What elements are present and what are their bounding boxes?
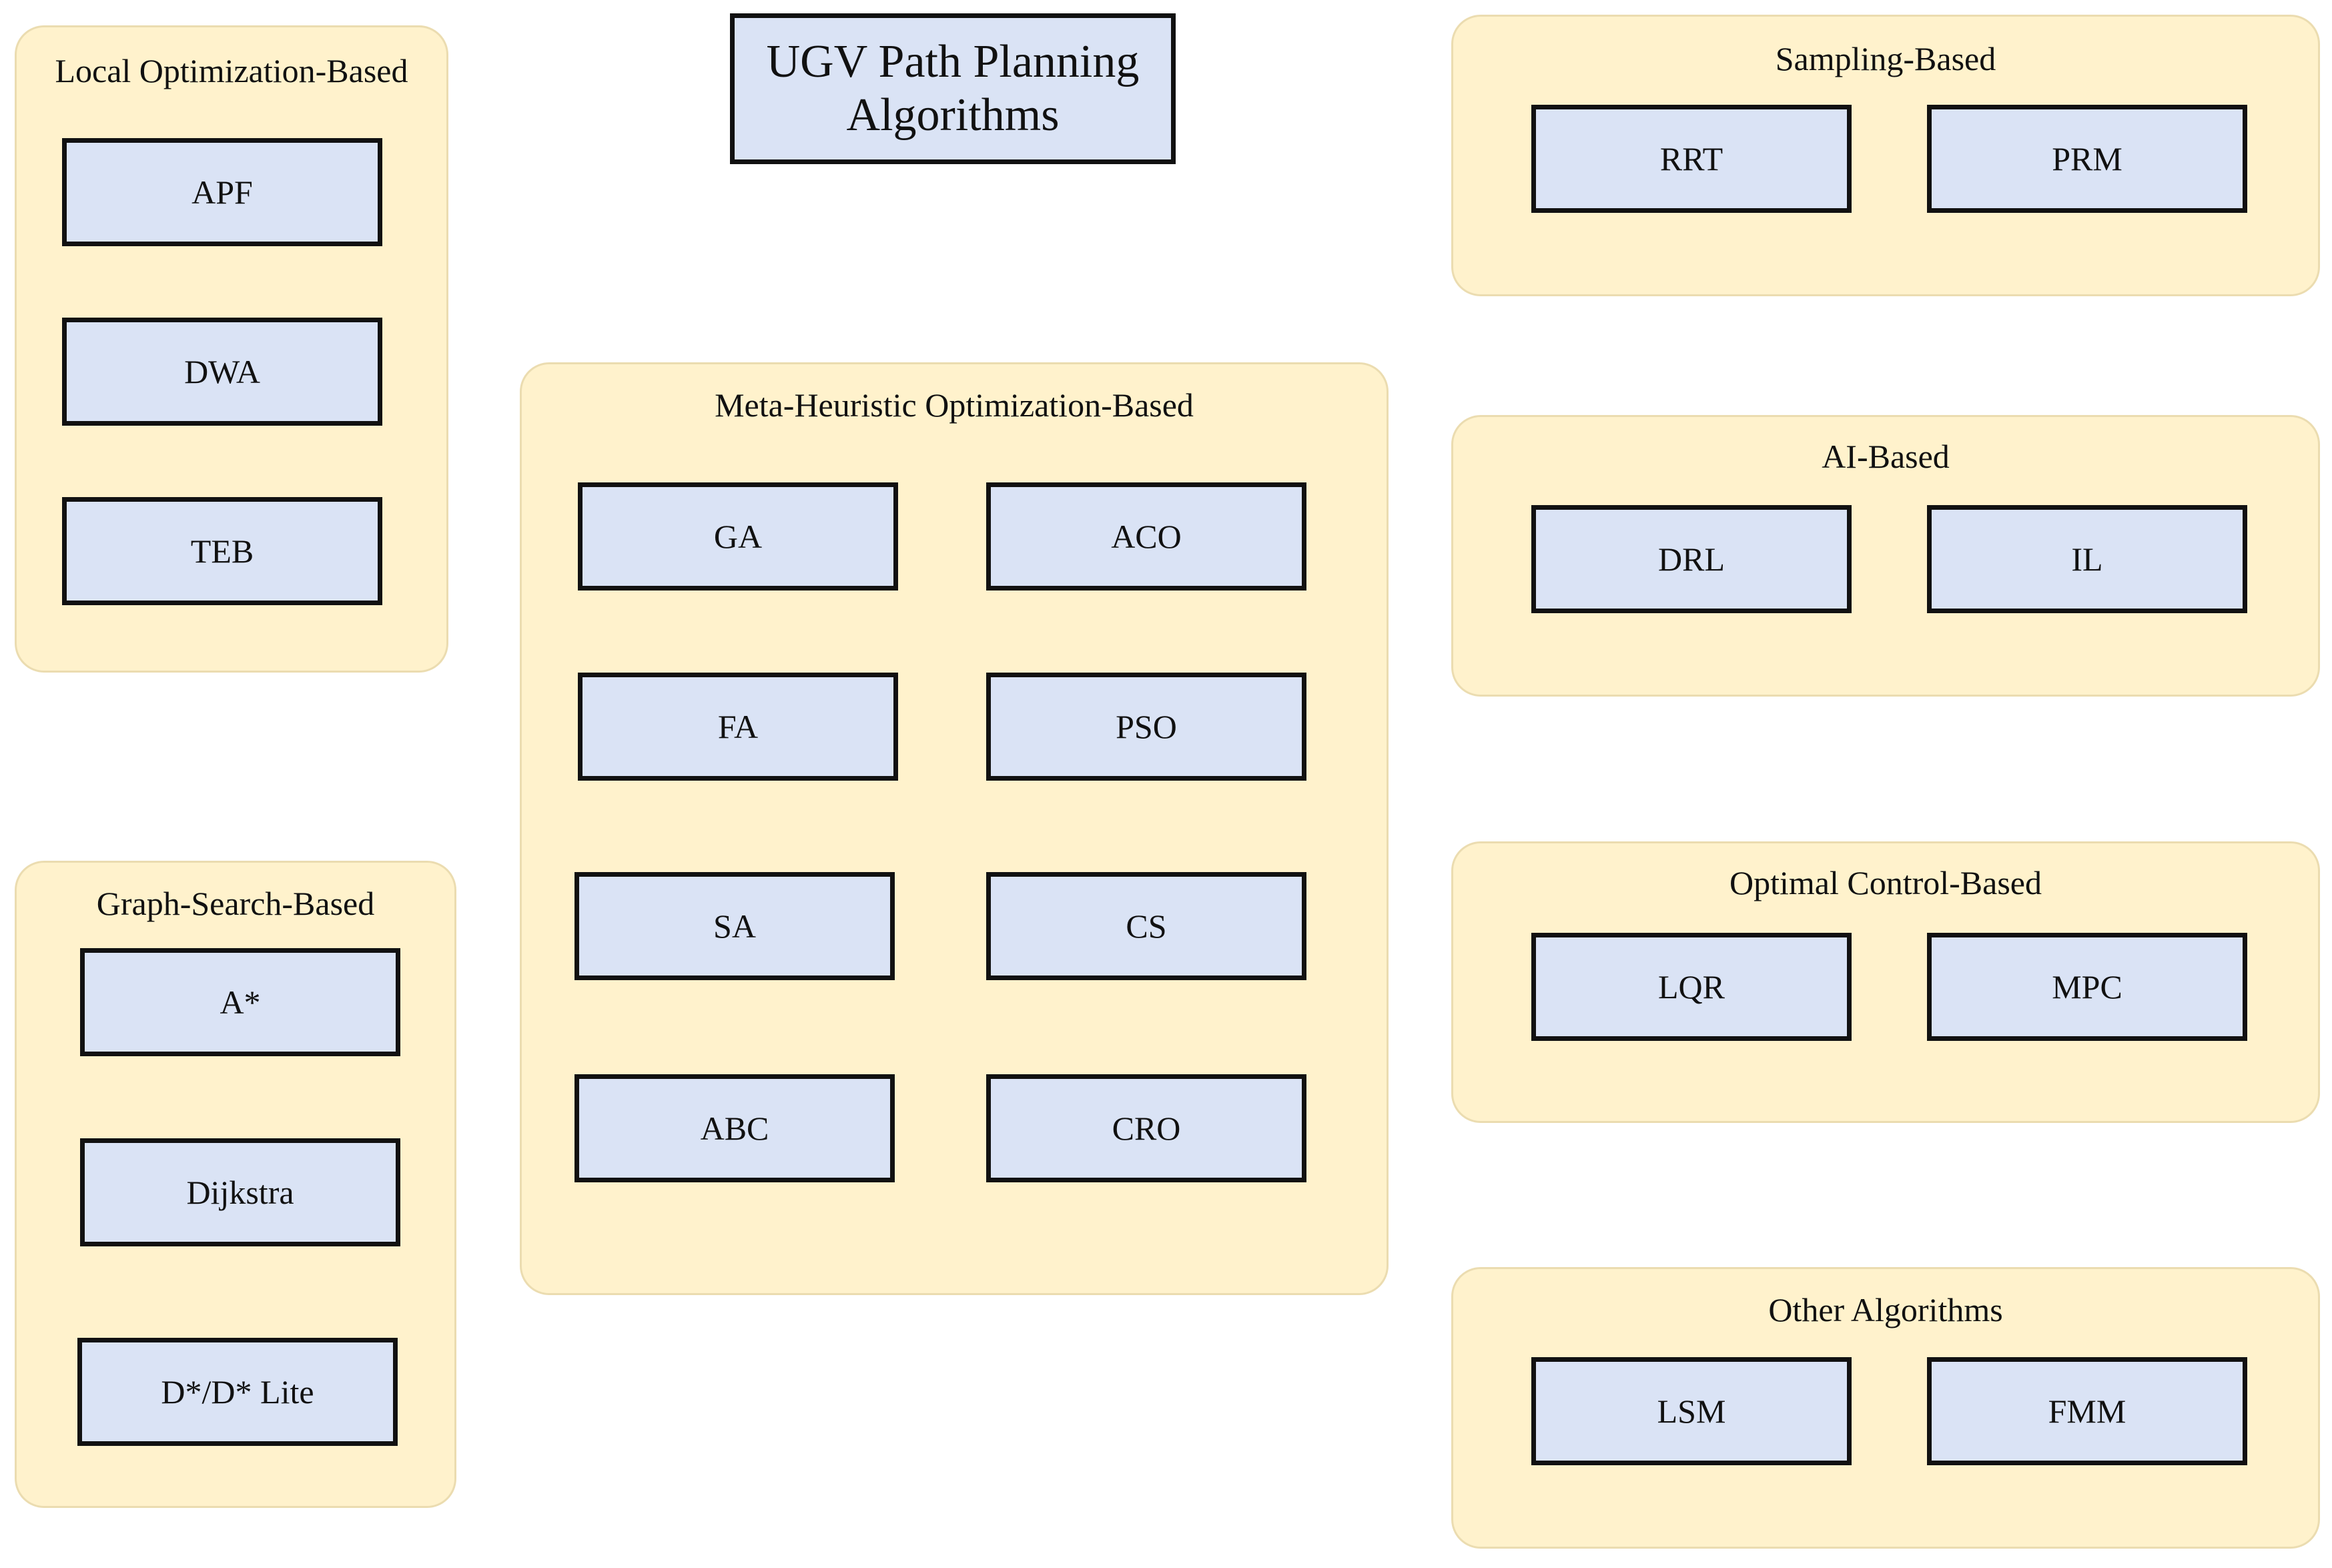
node-dijkstra: Dijkstra: [80, 1138, 400, 1246]
node-il: IL: [1927, 505, 2247, 613]
node-drl: DRL: [1531, 505, 1852, 613]
group-optimal-control-title: Optimal Control-Based: [1729, 864, 2042, 901]
node-ga: GA: [578, 482, 898, 591]
group-other: Other Algorithms LSM FMM: [1451, 1267, 2320, 1549]
node-d-star: D*/D* Lite: [77, 1338, 398, 1446]
node-apf: APF: [62, 138, 382, 246]
node-a-star: A*: [80, 948, 400, 1056]
group-sampling-title: Sampling-Based: [1775, 40, 1996, 77]
group-optimal-control: Optimal Control-Based LQR MPC: [1451, 841, 2320, 1123]
diagram-title-line2: Algorithms: [846, 89, 1060, 141]
node-prm: PRM: [1927, 105, 2247, 213]
node-lsm: LSM: [1531, 1357, 1852, 1465]
node-sa: SA: [574, 872, 895, 980]
node-fa: FA: [578, 673, 898, 781]
node-pso: PSO: [986, 673, 1306, 781]
group-ai-title: AI-Based: [1822, 438, 1950, 475]
group-ai: AI-Based DRL IL: [1451, 415, 2320, 697]
group-local-optimization: Local Optimization-Based APF DWA TEB: [15, 25, 448, 673]
node-mpc: MPC: [1927, 933, 2247, 1041]
group-graph-search-title: Graph-Search-Based: [96, 885, 375, 922]
node-lqr: LQR: [1531, 933, 1852, 1041]
group-meta-heuristic: Meta-Heuristic Optimization-Based GA ACO…: [520, 362, 1389, 1295]
node-cs: CS: [986, 872, 1306, 980]
node-aco: ACO: [986, 482, 1306, 591]
group-graph-search: Graph-Search-Based A* Dijkstra D*/D* Lit…: [15, 861, 456, 1508]
node-dwa: DWA: [62, 318, 382, 426]
node-rrt: RRT: [1531, 105, 1852, 213]
diagram-title-line1: UGV Path Planning: [766, 35, 1140, 87]
group-local-optimization-title: Local Optimization-Based: [55, 52, 408, 89]
group-meta-heuristic-title: Meta-Heuristic Optimization-Based: [715, 386, 1194, 424]
node-abc: ABC: [574, 1074, 895, 1182]
node-teb: TEB: [62, 497, 382, 605]
diagram-title: UGV Path Planning Algorithms: [730, 13, 1176, 164]
group-sampling: Sampling-Based RRT PRM: [1451, 15, 2320, 296]
group-other-title: Other Algorithms: [1768, 1291, 2003, 1328]
node-fmm: FMM: [1927, 1357, 2247, 1465]
node-cro: CRO: [986, 1074, 1306, 1182]
